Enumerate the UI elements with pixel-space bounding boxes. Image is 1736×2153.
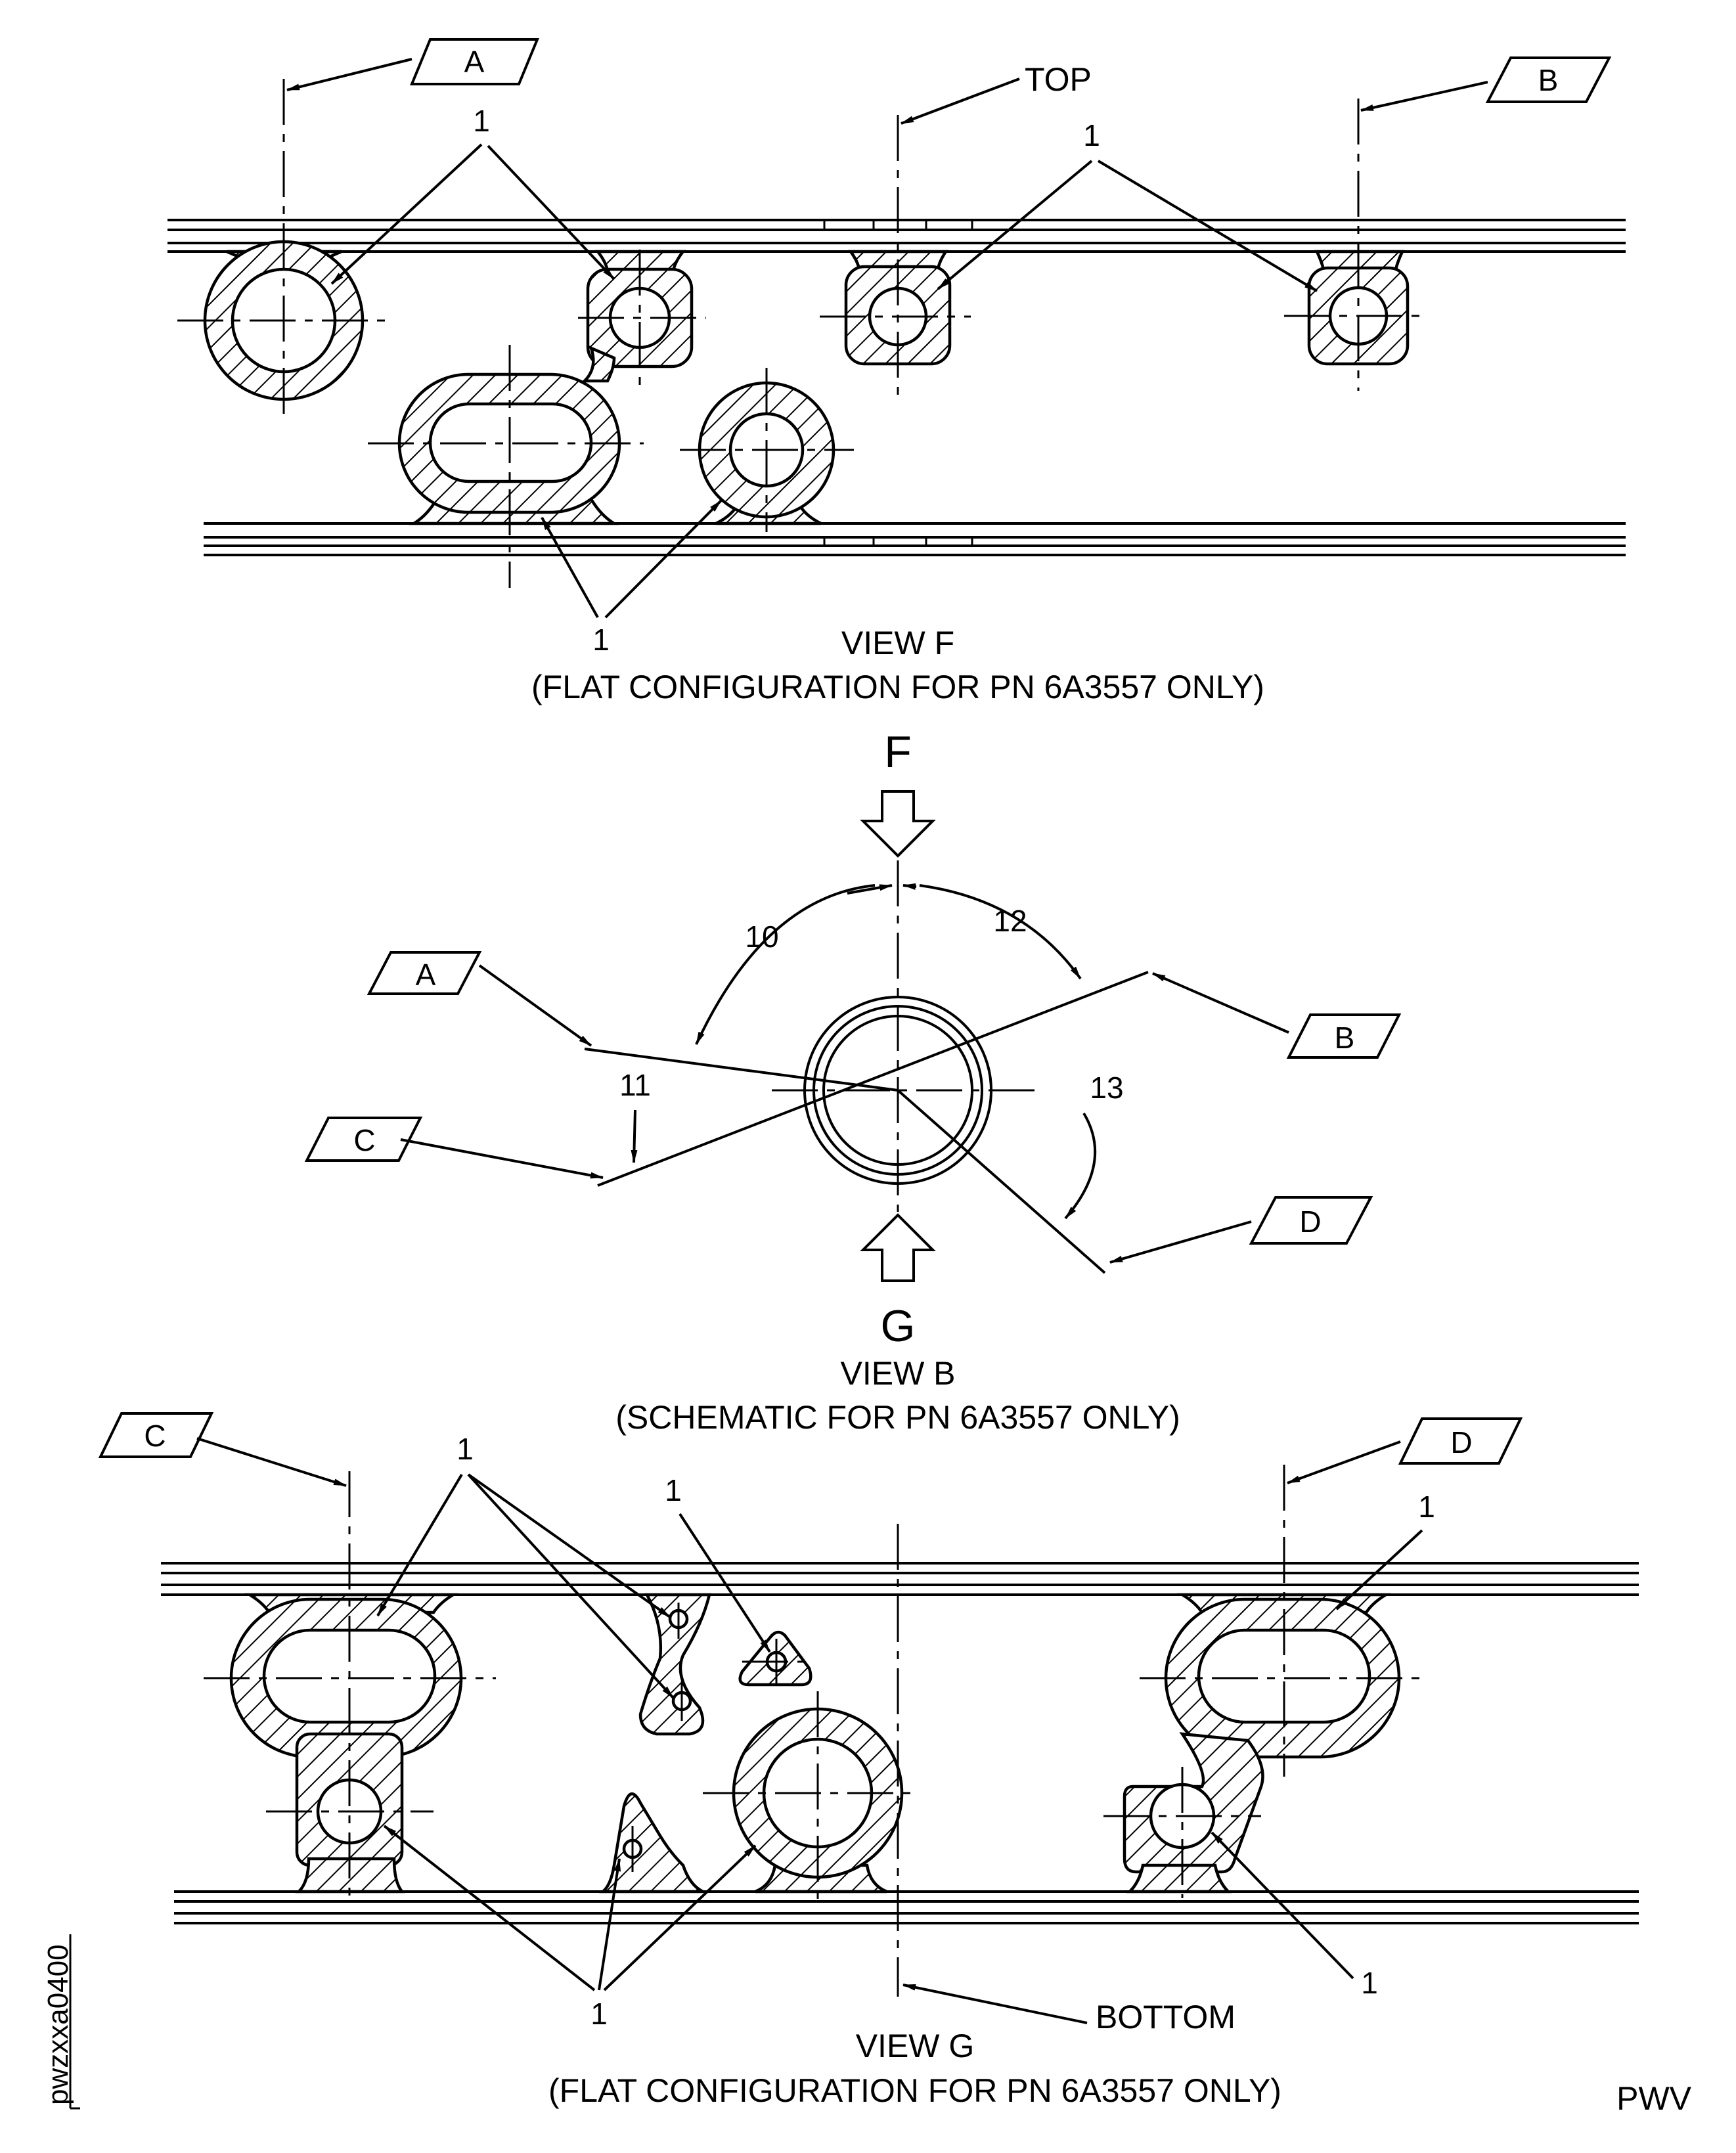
- view-f-top-marker: TOP: [901, 61, 1092, 125]
- bottom-label: BOTTOM: [1096, 1999, 1235, 2035]
- figure-id-block: pwzxxa0400: [42, 1934, 80, 2110]
- view-g-callout-1e: 1: [1211, 1831, 1378, 2000]
- view-arrow-f: [860, 790, 936, 858]
- view-g-centerlines: [204, 1465, 1429, 1997]
- callout-label: 1: [592, 623, 610, 657]
- view-b-angle-labels: 10 12 11 13: [619, 904, 1123, 1105]
- view-b-flag-c: C: [304, 1117, 604, 1179]
- angle-13: 13: [1090, 1071, 1123, 1105]
- flag-d-label: D: [1450, 1425, 1472, 1459]
- view-b: F G 10 12 11 13: [304, 727, 1402, 1436]
- view-f-subtitle: (FLAT CONFIGURATION FOR PN 6A3557 ONLY): [531, 669, 1264, 705]
- callout-label: 1: [665, 1473, 682, 1507]
- view-arrow-g: [860, 1213, 936, 1282]
- view-b-title: VIEW B: [840, 1355, 955, 1392]
- callout-label: 1: [473, 104, 490, 138]
- callout-label: 1: [590, 1997, 608, 2031]
- flag-c-label: C: [144, 1419, 166, 1453]
- view-f-flag-b: B: [1360, 56, 1612, 112]
- view-f-flag-a: A: [286, 38, 539, 91]
- view-f: A B TOP 1 1 1 VIEW F (FLAT CON: [167, 38, 1626, 705]
- view-f-title: VIEW F: [841, 625, 954, 661]
- section-tri-1: [638, 1593, 711, 1736]
- view-f-centerlines: [177, 79, 1429, 588]
- view-b-flag-b: B: [1152, 972, 1402, 1059]
- view-b-tube: [772, 860, 1038, 1212]
- top-label: TOP: [1025, 61, 1092, 98]
- view-b-reference-lines: [584, 883, 1149, 1274]
- callout-label: 1: [1418, 1490, 1435, 1524]
- flag-c-label: C: [353, 1123, 375, 1157]
- view-g-callout-1c: 1: [1335, 1490, 1435, 1610]
- view-g: C D 1 1 1 1 1: [98, 1412, 1639, 2109]
- view-g-callout-1a: 1: [376, 1432, 675, 1699]
- view-f-callout-1a: 1: [330, 104, 615, 285]
- view-g-title: VIEW G: [856, 2028, 975, 2064]
- view-arrow-f-label: F: [884, 727, 912, 777]
- view-b-flag-a: A: [367, 951, 592, 1047]
- figure-id: pwzxxa0400: [42, 1944, 74, 2105]
- view-g-flag-d: D: [1287, 1417, 1523, 1484]
- angle-12: 12: [993, 904, 1027, 938]
- section-oval-d: [1123, 1593, 1401, 1894]
- view-b-flag-d: D: [1109, 1196, 1373, 1264]
- callout-label: 1: [1083, 118, 1100, 152]
- view-g-flag-c: C: [98, 1412, 347, 1487]
- view-g-bottom-marker: BOTTOM: [902, 1984, 1235, 2035]
- flag-b-label: B: [1335, 1021, 1355, 1055]
- angle-10: 10: [745, 920, 778, 954]
- view-b-subtitle: (SCHEMATIC FOR PN 6A3557 ONLY): [615, 1399, 1180, 1436]
- footer-code: PWV: [1616, 2080, 1692, 2117]
- flag-b-label: B: [1538, 63, 1559, 97]
- view-f-callout-1c: 1: [541, 499, 723, 657]
- section-tri-2: [738, 1630, 812, 1687]
- section-square-1: [581, 250, 694, 383]
- view-g-subtitle: (FLAT CONFIGURATION FOR PN 6A3557 ONLY): [548, 2072, 1281, 2109]
- flag-a-label: A: [464, 45, 485, 79]
- section-oval-c: [229, 1593, 463, 1894]
- callout-label: 1: [456, 1432, 474, 1466]
- view-g-callout-1b: 1: [665, 1473, 771, 1653]
- flag-d-label: D: [1299, 1205, 1321, 1239]
- view-g-rails: [161, 1562, 1639, 1924]
- flag-a-label: A: [416, 958, 436, 992]
- view-g-callout-1d: 1: [383, 1825, 757, 2031]
- view-f-callout-1b: 1: [937, 118, 1318, 292]
- view-arrow-g-label: G: [881, 1301, 916, 1351]
- section-tri-3: [598, 1792, 704, 1894]
- angle-11: 11: [619, 1068, 651, 1102]
- callout-label: 1: [1361, 1966, 1378, 2000]
